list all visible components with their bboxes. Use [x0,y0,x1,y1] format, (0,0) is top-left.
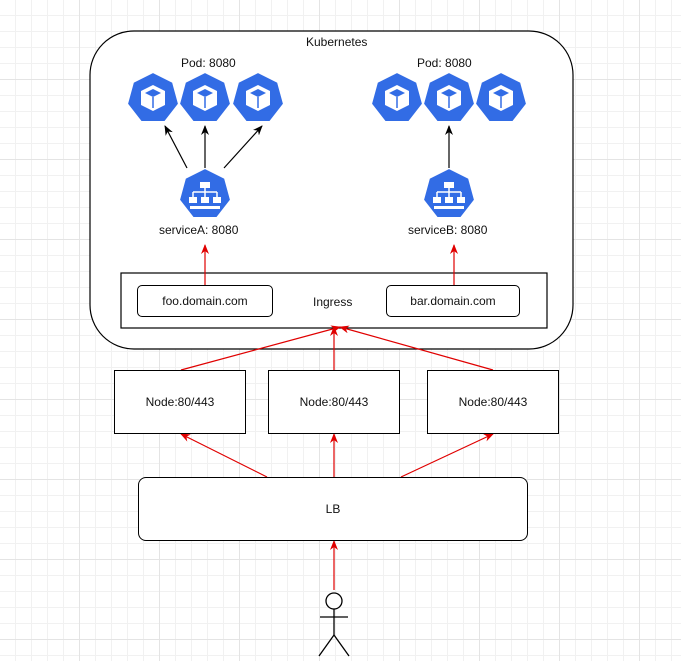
service-to-pod-arrow [223,125,263,169]
node-box: Node:80/443 [268,370,400,434]
service-b-label: serviceB: 8080 [408,223,488,237]
service-to-pod-arrow [164,125,188,169]
node-to-ingress-arrow [339,325,494,371]
pod-group-label: Pod: 8080 [417,56,472,70]
ingress-host-bar: bar.domain.com [386,285,520,317]
ingress-label: Ingress [313,295,353,309]
node-to-ingress-arrow [180,325,341,371]
service-a-label: serviceA: 8080 [159,223,239,237]
node-box: Node:80/443 [427,370,559,434]
node-box: Node:80/443 [114,370,246,434]
load-balancer-box: LB [138,477,528,541]
user-actor-icon [318,592,350,657]
cluster-label: Kubernetes [306,35,368,49]
pod-group-label: Pod: 8080 [181,56,236,70]
lb-to-node-arrow [400,433,494,478]
ingress-host-foo: foo.domain.com [137,285,273,317]
lb-to-node-arrow [180,433,268,478]
